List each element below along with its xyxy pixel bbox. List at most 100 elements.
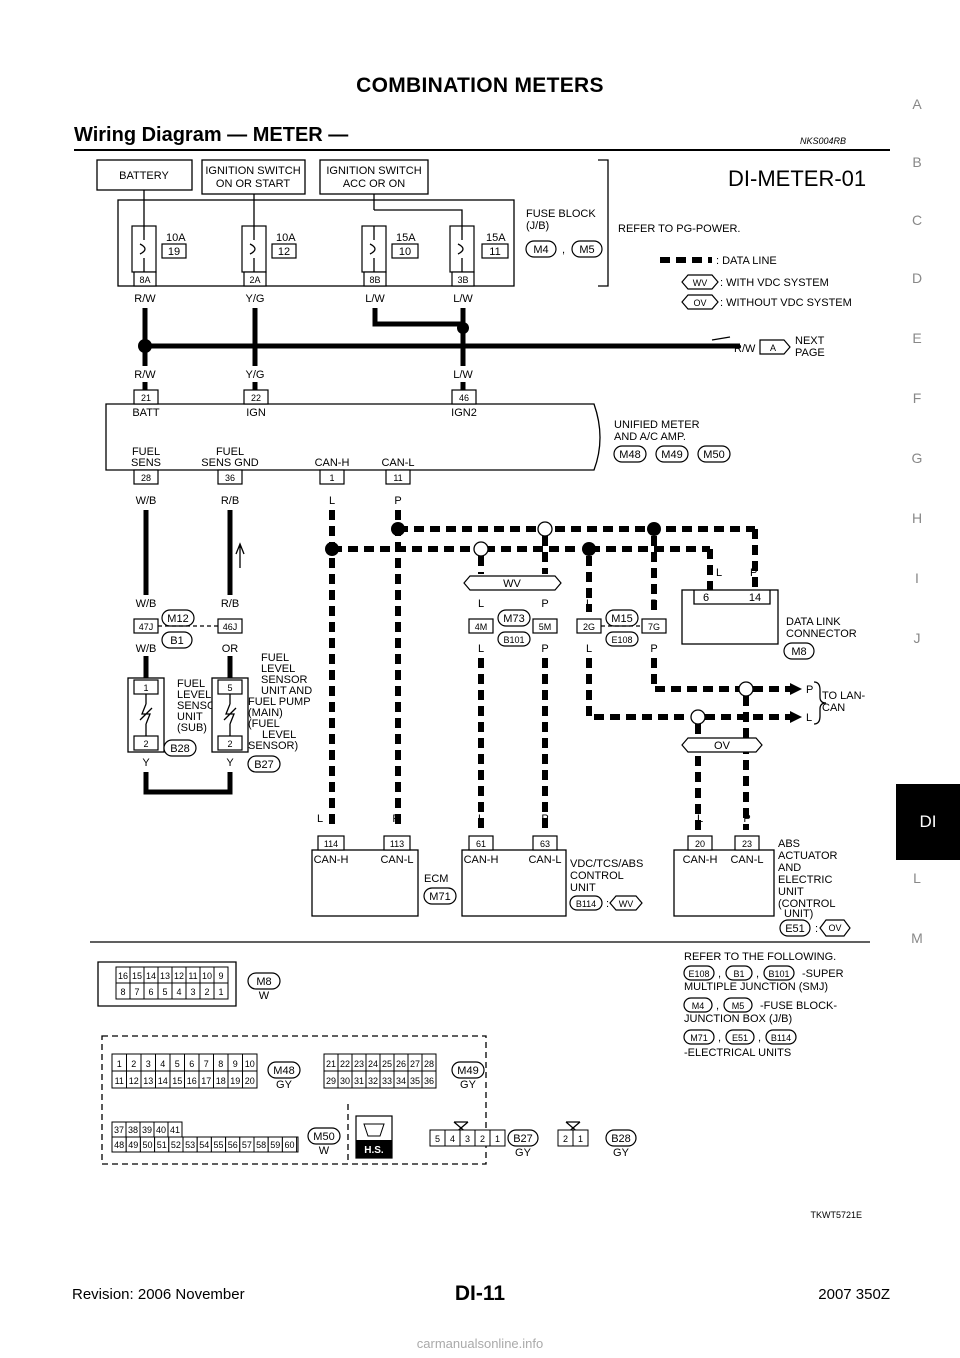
m8-pin-number: 11: [188, 971, 197, 981]
m48-pin-number: 2: [131, 1059, 136, 1069]
side-index-b[interactable]: B: [912, 154, 922, 170]
conn-m73-tag: [497, 609, 531, 627]
side-index-c[interactable]: C: [911, 212, 923, 228]
dlc-box: [681, 589, 779, 645]
abs-pin-23-box: [734, 835, 760, 851]
conn-m50: M50: [703, 449, 724, 461]
fuse-3-amps: 15A: [396, 232, 416, 244]
refer-e51: E51: [732, 1033, 748, 1043]
footer-model: 2007 350Z: [818, 1286, 890, 1303]
sub-sensor-symbol: [139, 694, 153, 736]
pin-36-box: [217, 469, 243, 485]
vdc-colon: :: [606, 898, 609, 910]
vdc-name-3: UNIT: [570, 882, 596, 894]
pin-46j: 46J: [223, 622, 238, 632]
conn-b114-tag: [569, 895, 603, 911]
conn-m12-tag: [161, 609, 195, 627]
wiring-diagram: .t{font-size:11px;} .tb{font-size:11px;}…: [90, 159, 870, 1220]
sub-pin-2-box: [133, 735, 159, 751]
side-index-d[interactable]: D: [911, 270, 923, 286]
side-index-j[interactable]: J: [913, 630, 921, 646]
pin-47j: 47J: [139, 622, 154, 632]
lan-arrows: [790, 683, 802, 723]
title-rule: [74, 149, 890, 151]
legend-wv: : WITH VDC SYSTEM: [720, 277, 829, 289]
side-index-f[interactable]: F: [912, 390, 922, 406]
b28-name: B28: [611, 1133, 631, 1145]
splice-can-h-1: [325, 542, 339, 556]
smj2-wires-top: [586, 536, 657, 612]
pin-11-box: [385, 469, 411, 485]
conn-m15: M15: [611, 613, 632, 625]
m8-pin-number: 1: [218, 987, 223, 997]
conn-b28-tag: [163, 739, 197, 757]
m8-pin-number: 10: [202, 971, 212, 981]
m50-pin-number: 55: [213, 1140, 223, 1150]
side-index-e[interactable]: E: [912, 330, 922, 346]
abs-pin-20-box: [687, 835, 713, 851]
side-index-m[interactable]: M: [911, 930, 923, 946]
m50-pin-number: 40: [156, 1125, 166, 1135]
main-name-6: (MAIN): [248, 707, 283, 719]
smj2-wire-p-bot: P: [650, 643, 657, 655]
term-2a-box: [243, 271, 267, 287]
conn-b27-tag: [247, 755, 281, 773]
m48-pin-number: 14: [158, 1076, 168, 1086]
pin-22: 22: [251, 393, 261, 403]
m48-pin-number: 5: [175, 1059, 180, 1069]
legend-wv-tag: [681, 274, 719, 290]
next-page-arrow: [711, 336, 731, 341]
splice-can-h-2: [582, 542, 596, 556]
dlc-name-2: CONNECTOR: [786, 628, 857, 640]
term-8b: 8B: [369, 275, 380, 285]
m48-pin-number: 1: [117, 1059, 122, 1069]
side-index-i[interactable]: I: [915, 570, 919, 586]
wire-lw-1: L/W: [365, 293, 385, 305]
m50-pin-number: 53: [185, 1140, 195, 1150]
m8-pin-number: 14: [146, 971, 156, 981]
unified-meter-box: [105, 403, 601, 471]
abs-pin-20: 20: [695, 839, 705, 849]
term-8a: 8A: [139, 275, 150, 285]
m49-pin-number: 23: [354, 1059, 364, 1069]
side-index-h[interactable]: H: [911, 510, 923, 526]
m48-pin-number: 19: [230, 1076, 240, 1086]
m8-pin-cell: [213, 982, 229, 1000]
b28-pin-number: 2: [563, 1134, 568, 1144]
refer-b101-tag: [763, 965, 795, 981]
smj1-wires-top: [478, 536, 548, 574]
wire-rw-1: R/W: [134, 293, 156, 305]
legend-ov-tag-text: OV: [693, 298, 706, 308]
next-page-wire: R/W: [734, 343, 756, 355]
side-index-l[interactable]: L: [913, 870, 921, 886]
m49-pin-number: 29: [326, 1076, 336, 1086]
abs-box: [673, 849, 775, 917]
m8-pin-number: 13: [160, 971, 170, 981]
m48-pin-number: 13: [143, 1076, 153, 1086]
abs-ov-tag: [819, 919, 851, 937]
pin-4m: 4M: [475, 622, 488, 632]
pin-fuel-gnd-2: SENS GND: [201, 457, 259, 469]
fuse-3: 15A 10: [361, 225, 419, 273]
pin-28-box: [133, 469, 159, 485]
ecm-wire-l: L: [317, 813, 323, 825]
m8-pin-number: 8: [120, 987, 125, 997]
b28-lock-icon: [565, 1121, 581, 1135]
sub-name-5: (SUB): [177, 722, 207, 734]
m50-name-tag: [307, 1127, 341, 1145]
side-index-a[interactable]: A: [912, 96, 922, 112]
legend-ov: : WITHOUT VDC SYSTEM: [720, 297, 852, 309]
b27-pin-number: 1: [495, 1134, 500, 1144]
m50-pin-number: 48: [114, 1140, 124, 1150]
side-index-g[interactable]: G: [911, 450, 923, 466]
pin-batt-label: BATT: [132, 407, 160, 419]
splice-1: [457, 322, 469, 334]
side-index-active-tab[interactable]: DI: [896, 784, 960, 860]
b27-name: B27: [513, 1133, 533, 1145]
m8-pin-number: 5: [162, 987, 167, 997]
pin-can-l-label: CAN-L: [381, 457, 414, 469]
m48-pin-number: 10: [245, 1059, 255, 1069]
refer-sep-e: ,: [758, 1032, 761, 1044]
m50-pin-number: 39: [142, 1125, 152, 1135]
fuse-block-label-2: (J/B): [526, 220, 549, 232]
